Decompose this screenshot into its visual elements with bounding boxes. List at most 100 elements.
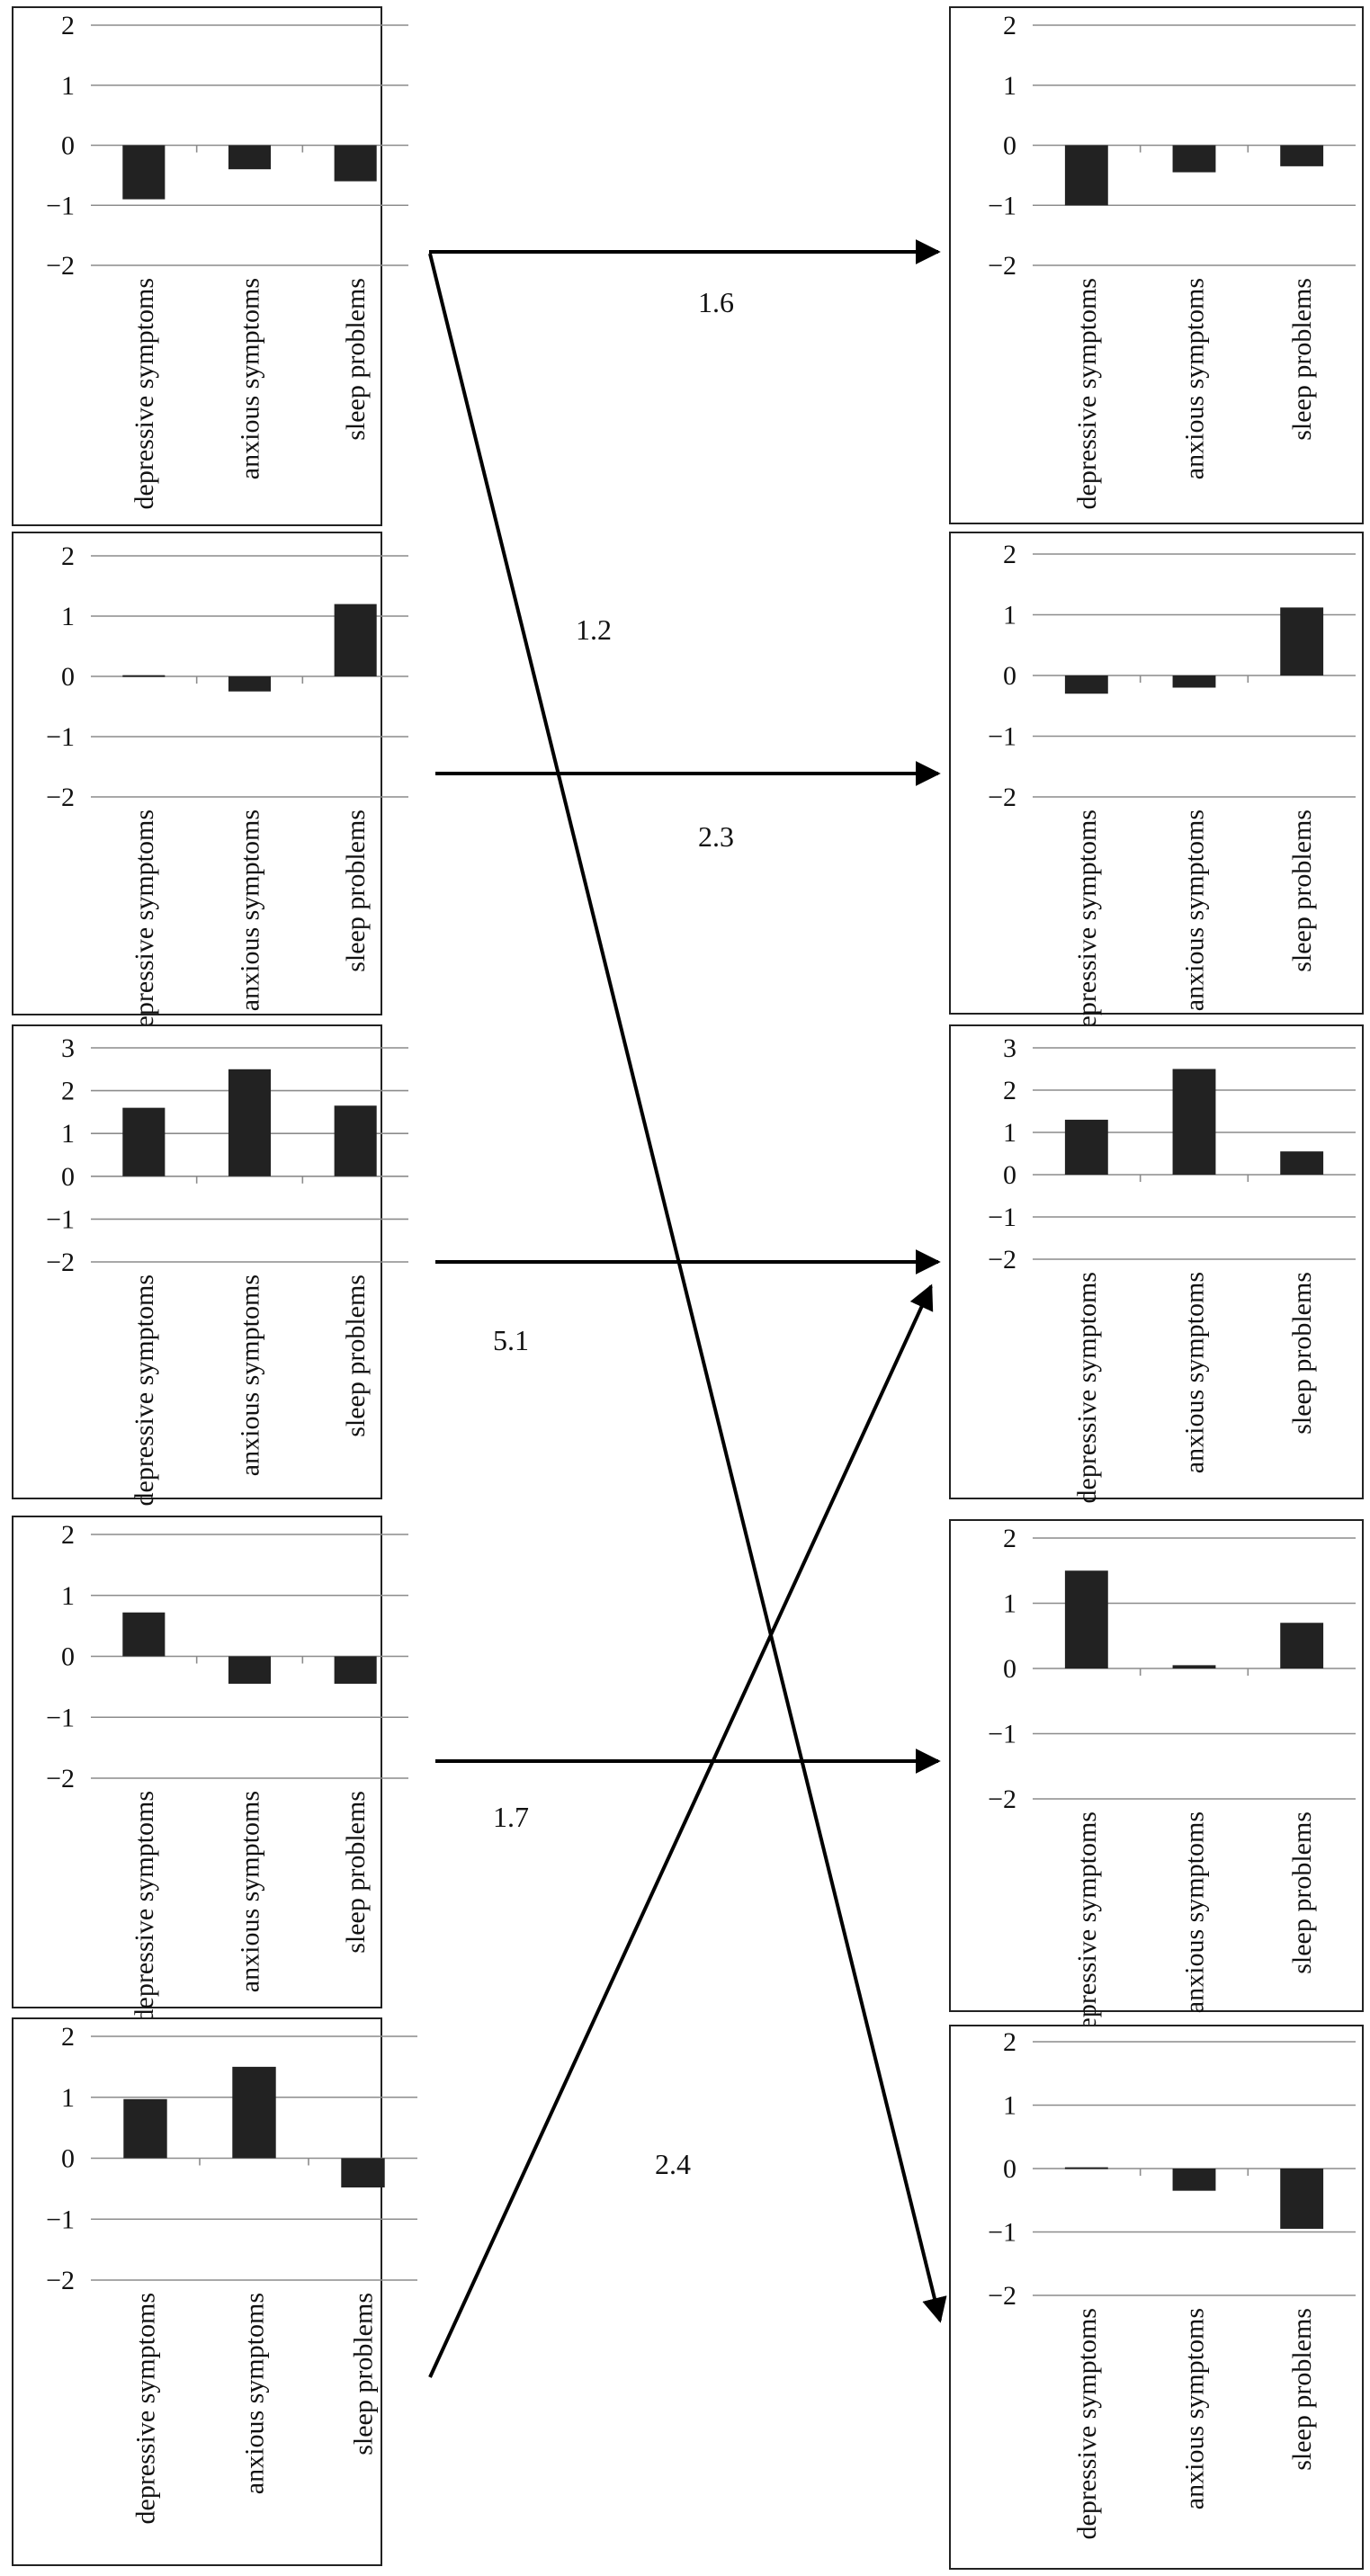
category-label: sleep problems xyxy=(1287,278,1317,441)
y-tick-label: 1 xyxy=(61,1119,75,1149)
category-label: depressive symptoms xyxy=(1072,278,1102,509)
bar-depressive-symptoms xyxy=(1064,675,1108,694)
category-label: sleep problems xyxy=(341,809,371,972)
category-label: depressive symptoms xyxy=(130,1791,159,2022)
bar-anxious-symptoms xyxy=(1172,145,1216,173)
y-tick-label: 1 xyxy=(1003,2091,1016,2121)
category-label: sleep problems xyxy=(1287,1811,1317,1974)
bar-anxious-symptoms xyxy=(228,676,272,692)
y-tick-label: 2 xyxy=(61,1520,75,1550)
y-tick-label: −1 xyxy=(46,722,75,752)
y-tick-label: 0 xyxy=(1003,661,1016,691)
y-tick-label: 0 xyxy=(61,1162,75,1192)
bar-anxious-symptoms xyxy=(1172,1069,1216,1175)
bar-anxious-symptoms xyxy=(232,2066,276,2159)
category-label: sleep problems xyxy=(341,1275,371,1437)
category-label: sleep problems xyxy=(1287,809,1317,972)
y-tick-label: 0 xyxy=(61,131,75,161)
y-tick-label: 0 xyxy=(61,1642,75,1672)
category-label: sleep problems xyxy=(349,2293,379,2455)
category-label: anxious symptoms xyxy=(236,1791,265,1992)
transition-label-left-3-right-3: 5.1 xyxy=(493,1324,529,1356)
category-label: depressive symptoms xyxy=(1072,809,1102,1041)
bar-sleep-problems xyxy=(334,604,377,676)
category-label: anxious symptoms xyxy=(1180,278,1210,479)
y-tick-label: 0 xyxy=(61,662,75,692)
y-tick-label: −1 xyxy=(46,191,75,220)
y-tick-label: 2 xyxy=(61,11,75,40)
y-tick-label: 1 xyxy=(1003,601,1016,631)
y-tick-label: 3 xyxy=(61,1033,75,1063)
y-tick-label: −2 xyxy=(988,251,1016,281)
bar-anxious-symptoms xyxy=(228,145,272,170)
panel-frame xyxy=(12,1516,382,2008)
y-tick-label: −1 xyxy=(46,1703,75,1732)
y-tick-label: 3 xyxy=(1003,1033,1016,1063)
bar-sleep-problems xyxy=(334,1105,377,1176)
bar-anxious-symptoms xyxy=(228,1069,272,1176)
y-tick-label: 2 xyxy=(1003,11,1016,40)
y-tick-label: 1 xyxy=(61,2083,75,2113)
category-label: anxious symptoms xyxy=(236,278,265,479)
y-tick-label: −2 xyxy=(46,251,75,281)
category-label: anxious symptoms xyxy=(1180,1272,1210,1473)
bar-anxious-symptoms xyxy=(1172,1665,1216,1668)
category-label: anxious symptoms xyxy=(1180,809,1210,1011)
panel-frame xyxy=(949,2025,1364,2570)
y-tick-label: 2 xyxy=(61,2022,75,2052)
bar-sleep-problems xyxy=(1280,2169,1324,2229)
bar-depressive-symptoms xyxy=(1064,2167,1108,2169)
category-label: anxious symptoms xyxy=(236,809,265,1011)
y-tick-label: 0 xyxy=(1003,1654,1016,1684)
category-label: depressive symptoms xyxy=(1072,1272,1102,1503)
transition-label-left-5-right-3: 2.4 xyxy=(655,2148,691,2180)
y-tick-label: 2 xyxy=(1003,1076,1016,1105)
y-tick-label: 1 xyxy=(61,1581,75,1611)
y-tick-label: −1 xyxy=(46,2205,75,2234)
y-tick-label: −2 xyxy=(988,783,1016,812)
bar-sleep-problems xyxy=(1280,145,1324,166)
y-tick-label: −2 xyxy=(988,2281,1016,2311)
bar-depressive-symptoms xyxy=(122,1107,166,1176)
y-tick-label: 0 xyxy=(1003,131,1016,161)
y-tick-label: −1 xyxy=(988,1720,1016,1749)
y-tick-label: 2 xyxy=(1003,1524,1016,1553)
y-tick-label: 1 xyxy=(1003,1589,1016,1619)
category-label: sleep problems xyxy=(341,278,371,441)
y-tick-label: −2 xyxy=(46,1248,75,1277)
y-tick-label: −2 xyxy=(46,783,75,812)
bar-anxious-symptoms xyxy=(1172,675,1216,688)
panel-frame xyxy=(949,1024,1364,1499)
y-tick-label: 2 xyxy=(1003,2027,1016,2057)
category-label: depressive symptoms xyxy=(130,809,159,1041)
bar-depressive-symptoms xyxy=(1064,145,1108,206)
y-tick-label: −1 xyxy=(988,1203,1016,1232)
y-tick-label: −2 xyxy=(988,1784,1016,1814)
bar-anxious-symptoms xyxy=(228,1656,272,1684)
panel-frame xyxy=(12,6,382,526)
y-tick-label: 0 xyxy=(1003,2154,1016,2184)
bar-sleep-problems xyxy=(334,1656,377,1684)
panel-frame xyxy=(12,2017,382,2566)
bar-depressive-symptoms xyxy=(123,2098,167,2159)
bar-sleep-problems xyxy=(1280,1151,1324,1175)
bar-depressive-symptoms xyxy=(122,675,166,677)
y-tick-label: 2 xyxy=(1003,540,1016,569)
transition-label-left-4-right-4: 1.7 xyxy=(493,1801,529,1833)
category-label: anxious symptoms xyxy=(236,1275,265,1476)
category-label: anxious symptoms xyxy=(240,2293,270,2494)
y-tick-label: −2 xyxy=(988,1245,1016,1275)
y-tick-label: 2 xyxy=(61,1077,75,1106)
y-tick-label: 1 xyxy=(1003,1118,1016,1148)
bar-depressive-symptoms xyxy=(1064,1119,1108,1175)
bar-depressive-symptoms xyxy=(122,1612,166,1657)
panel-frame xyxy=(12,532,382,1015)
bar-sleep-problems xyxy=(341,2158,385,2188)
bar-depressive-symptoms xyxy=(1064,1570,1108,1668)
